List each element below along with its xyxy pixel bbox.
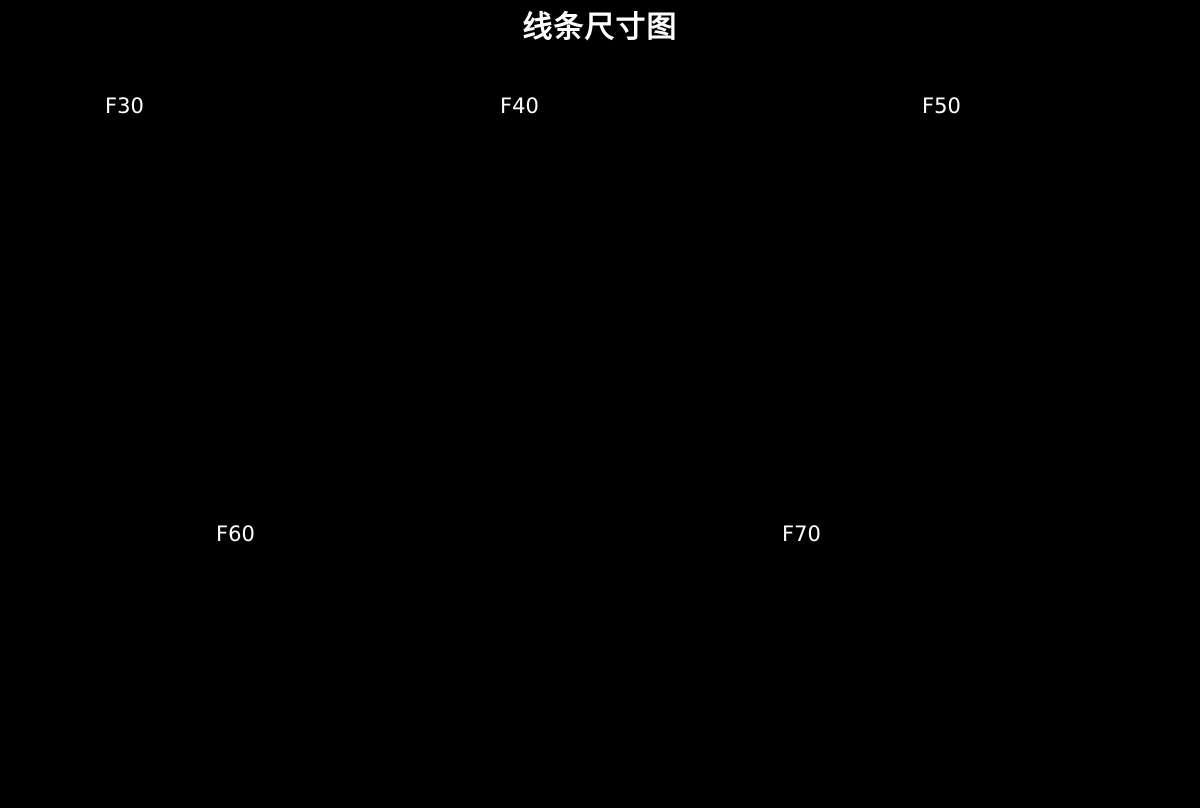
model-label-f60: F60 bbox=[216, 522, 255, 546]
reel-drawing-f60: 28mm 64mm 58mm bbox=[133, 462, 493, 787]
reel-drawing-f40: 25mm 60.5mm 53.9mm bbox=[405, 106, 759, 343]
reel-drawing-f70: 32.4mm 74.5mm 67.5mm bbox=[680, 462, 1086, 787]
model-label-f40: F40 bbox=[500, 94, 539, 118]
model-label-f70: F70 bbox=[782, 522, 821, 546]
reel-drawing-f30: 25mm 56.5mm 49.5mm bbox=[94, 106, 351, 344]
model-label-f30: F30 bbox=[105, 94, 144, 118]
model-label-f50: F50 bbox=[922, 94, 961, 118]
page-title: 线条尺寸图 bbox=[522, 10, 678, 45]
reel-drawing-f50: 32mm 60.5mm 53.9mm bbox=[826, 106, 1170, 343]
